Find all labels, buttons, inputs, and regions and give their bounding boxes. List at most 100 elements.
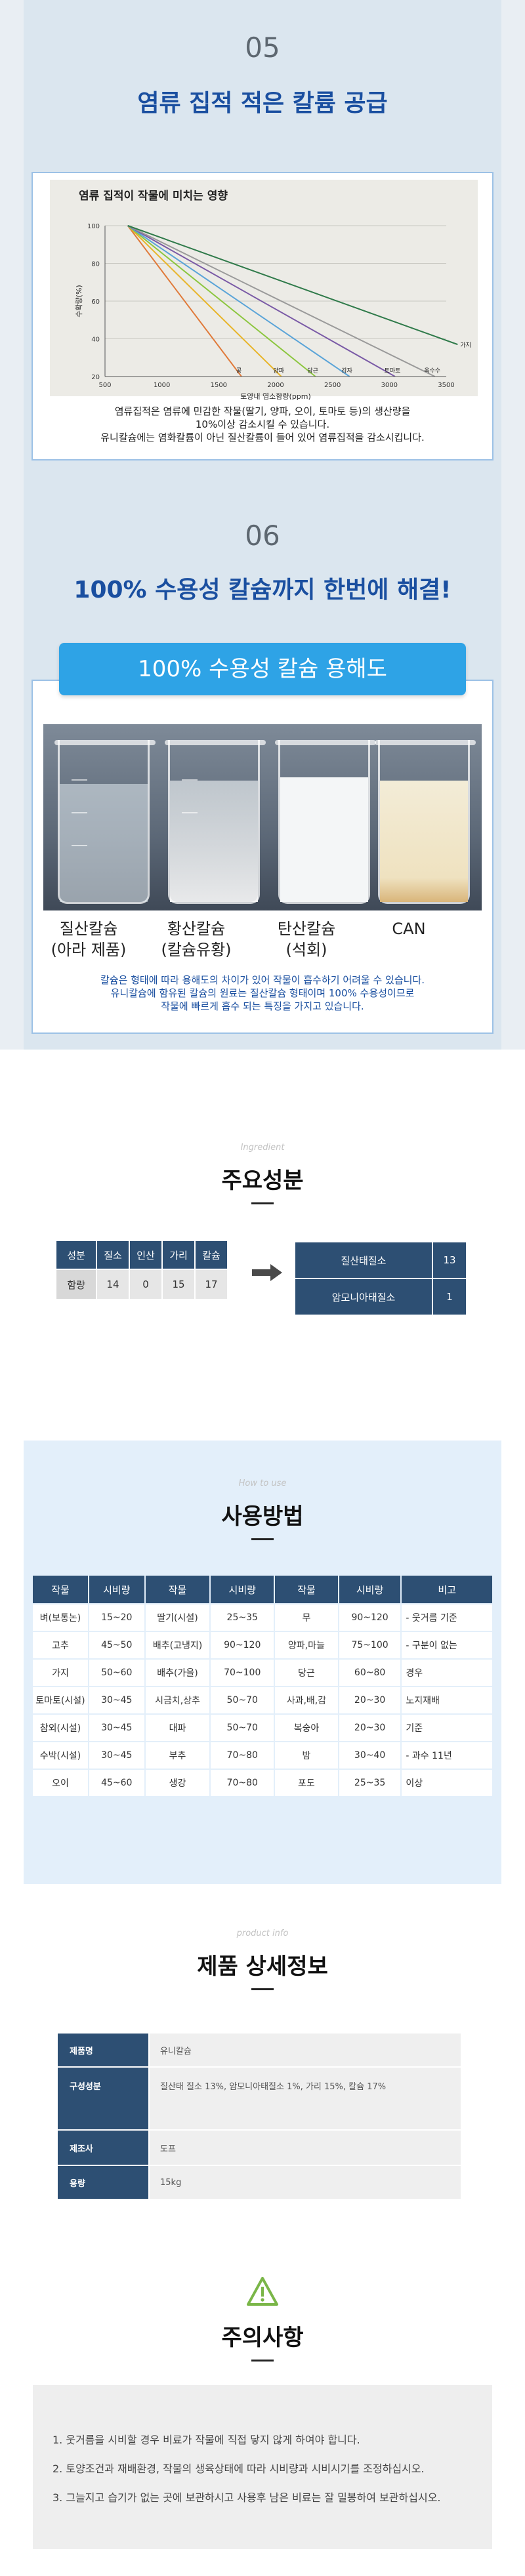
series-label: 토마토 [385, 367, 401, 375]
usage-header-cell: 시비량 [209, 1574, 276, 1605]
y-axis-label: 수확량(%) [75, 285, 83, 317]
beaker-label-4: CAN [392, 920, 426, 938]
series-label: 가지 [460, 342, 471, 349]
series-line-3 [127, 225, 316, 377]
product-info-value: 질산태 질소 13%, 암모니아태질소 1%, 가리 15%, 칼슘 17% [148, 2066, 462, 2131]
chart-title: 염류 집적이 작물에 미치는 영향 [79, 190, 228, 203]
usage-cell: 25~35 [337, 1768, 402, 1797]
product-info-label: 제조사 [56, 2129, 150, 2166]
ingredient-header-cell: 성분 [55, 1240, 97, 1270]
usage-cell: 사과,배,감 [274, 1686, 339, 1715]
caution-item: 2. 토양조건과 재배환경, 작물의 생육상태에 따라 시비량과 시비시기를 조… [52, 2463, 425, 2475]
usage-cell: 25~35 [209, 1603, 276, 1632]
beaker-label-3: 탄산칼슘(석회) [277, 920, 336, 959]
series-line-1 [127, 225, 242, 377]
x-axis-label: 토양내 염소함량(ppm) [240, 392, 311, 401]
ingredient-header-cell: 가리 [161, 1240, 196, 1270]
nitrogen-label-cell: 암모니아태질소 [294, 1278, 433, 1316]
usage-cell: 벼(보통논) [32, 1603, 89, 1632]
ingredient-header-cell: 인산 [129, 1240, 163, 1270]
section-05-number: 05 [245, 31, 280, 64]
beaker-calcium-nitrate [54, 740, 156, 904]
product-info-label: 구성성분 [56, 2066, 150, 2131]
usage-cell: 시금치,상추 [144, 1686, 211, 1715]
usage-cell: 60~80 [337, 1658, 402, 1687]
usage-note-cell: - 웃거름 기준 [400, 1603, 494, 1632]
section-06-title: 100% 수용성 칼슘까지 한번에 해결! [74, 577, 452, 603]
usage-note-cell: - 과수 11년 [400, 1741, 494, 1770]
usage-cell: 참외(시설) [32, 1713, 89, 1742]
product-info-row: 제조사 도프 [56, 2129, 462, 2166]
usage-cell: 양파,마늘 [274, 1631, 339, 1660]
usage-cell: 수박(시설) [32, 1741, 89, 1770]
ingredient-header-cell: 질소 [96, 1240, 130, 1270]
usage-header-cell: 시비량 [87, 1574, 146, 1605]
usage-header-cell: 작물 [32, 1574, 89, 1605]
usage-cell: 50~60 [87, 1658, 146, 1687]
usage-cell: 50~70 [209, 1686, 276, 1715]
usage-header-cell: 시비량 [337, 1574, 402, 1605]
x-tick-label: 1500 [211, 382, 227, 389]
caution-item: 1. 웃거름을 시비할 경우 비료가 작물에 직접 닿지 않게 하여야 합니다. [52, 2434, 360, 2446]
series-line-6 [127, 225, 436, 377]
x-tick-label: 2500 [324, 382, 341, 389]
usage-cell: 배추(고냉지) [144, 1631, 211, 1660]
usage-cell: 무 [274, 1603, 339, 1632]
usage-header-cell: 비고 [400, 1574, 494, 1605]
series-label: 감자 [341, 367, 352, 375]
beaker-label-1: 질산칼슘(아라 제품) [51, 920, 127, 959]
usage-cell: 당근 [274, 1658, 339, 1687]
product-info-value: 도프 [148, 2129, 462, 2166]
usage-cell: 30~45 [87, 1741, 146, 1770]
usage-cell: 30~45 [87, 1713, 146, 1742]
usage-cell: 75~100 [337, 1631, 402, 1660]
usage-note-cell: 이상 [400, 1768, 494, 1797]
beaker-calcium-carbonate [275, 740, 376, 904]
product-title: 제품 상세정보 [0, 1948, 525, 1990]
series-label: 콩 [236, 367, 242, 375]
chart-caption-line-2: 10%이상 감소시킬 수 있습니다. [195, 419, 330, 430]
ingredients-title: 주요성분 [0, 1162, 525, 1204]
ingredient-value-cell: 15 [161, 1269, 196, 1300]
y-tick-label: 40 [91, 337, 100, 344]
usage-cell: 20~30 [337, 1686, 402, 1715]
usage-cell: 토마토(시설) [32, 1686, 89, 1715]
usage-note-cell: 기준 [400, 1713, 494, 1742]
solubility-note: 칼슘은 형태에 따라 용해도의 차이가 있어 작물이 흡수하기 어려울 수 있습… [100, 974, 425, 1012]
ingredient-value-row: 함량 14 0 15 17 [55, 1269, 228, 1300]
usage-header-cell: 작물 [274, 1574, 339, 1605]
section-05-title: 염류 집적 적은 칼륨 공급 [137, 90, 388, 117]
arrow-right-icon [252, 1264, 282, 1281]
x-tick-label: 2000 [267, 382, 284, 389]
warning-icon [247, 2277, 278, 2306]
beaker-can [375, 740, 476, 904]
nitrogen-row: 암모니아태질소 1 [294, 1278, 467, 1316]
series-line-7 [127, 225, 458, 346]
caution-title: 주의사항 [0, 2320, 525, 2361]
ingredient-value-cell: 0 [129, 1269, 163, 1300]
ingredient-header-row: 성분 질소 인산 가리 칼슘 [55, 1240, 228, 1270]
usage-cell: 대파 [144, 1713, 211, 1742]
usage-cell: 45~50 [87, 1631, 146, 1660]
usage-cell: 30~40 [337, 1741, 402, 1770]
usage-cell: 70~80 [209, 1768, 276, 1797]
usage-cell: 70~100 [209, 1658, 276, 1687]
product-info-row: 용량 15kg [56, 2165, 462, 2200]
nitrogen-label-cell: 질산태질소 [294, 1241, 433, 1279]
usage-note-cell: 노지재배 [400, 1686, 494, 1715]
usage-cell: 50~70 [209, 1713, 276, 1742]
product-info-value: 15kg [148, 2165, 462, 2200]
product-info-row: 구성성분 질산태 질소 13%, 암모니아태질소 1%, 가리 15%, 칼슘 … [56, 2066, 462, 2131]
